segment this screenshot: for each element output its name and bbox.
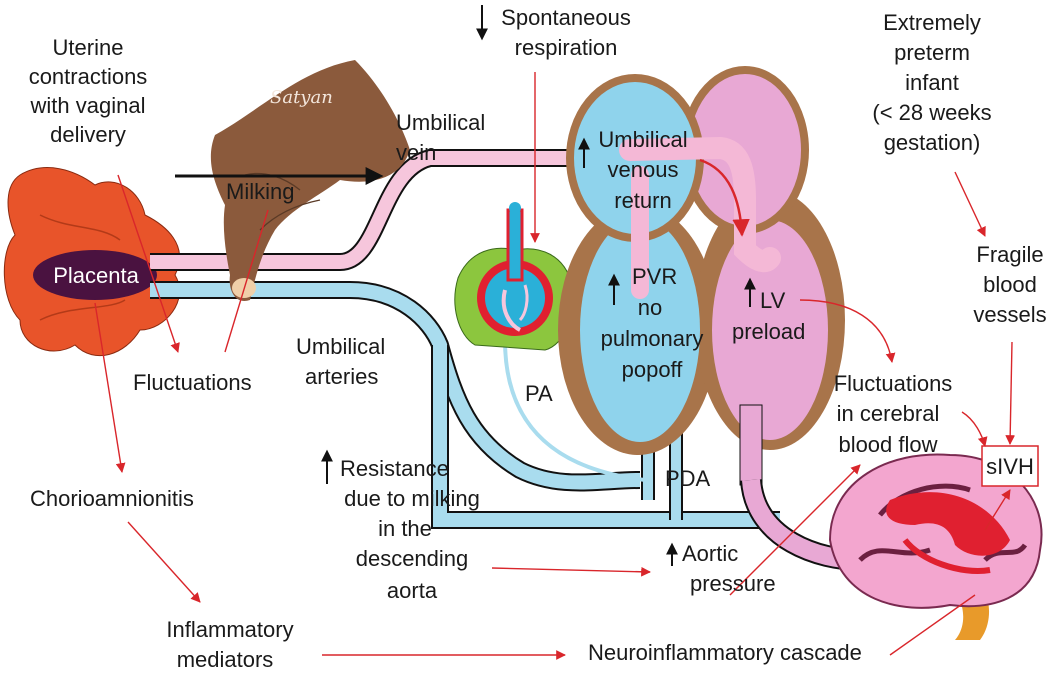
- cerebral-label: Fluctuations in cerebral blood flow: [834, 371, 953, 457]
- svg-text:gestation): gestation): [884, 130, 981, 155]
- svg-text:Fragile: Fragile: [976, 242, 1043, 267]
- heart-flow-arrow: [699, 158, 750, 237]
- svg-text:return: return: [614, 188, 671, 213]
- pa-vessel: [503, 339, 646, 482]
- fluctuations-label: Fluctuations: [133, 370, 252, 395]
- inflammatory-label: Inflammatory mediators: [166, 617, 293, 672]
- svg-text:Fluctuations: Fluctuations: [834, 371, 953, 396]
- svg-text:Extremely: Extremely: [883, 10, 981, 35]
- pda-label: PDA: [665, 466, 711, 491]
- svg-text:vessels: vessels: [973, 302, 1046, 327]
- placenta-icon: [3, 167, 181, 357]
- svg-text:popoff: popoff: [622, 357, 684, 382]
- svg-text:Resistance: Resistance: [340, 456, 449, 481]
- svg-text:in the: in the: [378, 516, 432, 541]
- svg-text:LV: LV: [760, 288, 786, 313]
- svg-text:Aortic: Aortic: [682, 541, 738, 566]
- svg-text:Umbilical: Umbilical: [296, 334, 385, 359]
- svg-text:mediators: mediators: [177, 647, 274, 672]
- fragile-label: Fragile blood vessels: [973, 242, 1046, 327]
- brain-icon: [828, 453, 1043, 640]
- svg-text:delivery: delivery: [50, 122, 126, 147]
- umbilical-vein-label: Umbilical vein: [396, 110, 485, 165]
- sivh-label: sIVH: [986, 454, 1034, 479]
- svg-text:arteries: arteries: [305, 364, 378, 389]
- lung-icon: [454, 202, 575, 351]
- aortic-label: Aortic pressure: [682, 541, 776, 596]
- pvr-label: PVR no pulmonary popoff: [601, 264, 704, 382]
- milking-label: Milking: [226, 179, 294, 204]
- svg-text:preload: preload: [732, 319, 805, 344]
- svg-text:Inflammatory: Inflammatory: [166, 617, 293, 642]
- svg-text:blood flow: blood flow: [838, 432, 937, 457]
- svg-text:aorta: aorta: [387, 578, 438, 603]
- uterine-label: Uterine contractions with vaginal delive…: [29, 35, 148, 147]
- svg-text:no: no: [638, 295, 662, 320]
- svg-text:Umbilical: Umbilical: [598, 127, 687, 152]
- umbilical-return-label: Umbilical venous return: [598, 127, 687, 213]
- svg-text:preterm: preterm: [894, 40, 970, 65]
- svg-text:due to milking: due to milking: [344, 486, 480, 511]
- svg-text:Umbilical: Umbilical: [396, 110, 485, 135]
- preterm-label: Extremely preterm infant (< 28 weeks ges…: [872, 10, 991, 155]
- svg-text:vein: vein: [396, 140, 436, 165]
- svg-text:Spontaneous: Spontaneous: [501, 5, 631, 30]
- placenta-label: Placenta: [53, 263, 139, 288]
- svg-text:descending: descending: [356, 546, 469, 571]
- pa-label: PA: [525, 381, 553, 406]
- svg-text:venous: venous: [608, 157, 679, 182]
- svg-text:contractions: contractions: [29, 64, 148, 89]
- svg-text:blood: blood: [983, 272, 1037, 297]
- svg-text:pulmonary: pulmonary: [601, 326, 704, 351]
- causal-arrows: [94, 72, 1016, 660]
- svg-text:PVR: PVR: [632, 264, 677, 289]
- svg-text:pressure: pressure: [690, 571, 776, 596]
- svg-text:(< 28 weeks: (< 28 weeks: [872, 100, 991, 125]
- svg-text:respiration: respiration: [515, 35, 618, 60]
- hand-signature: Satyan: [270, 87, 333, 108]
- sivh-box: [981, 445, 1039, 487]
- chorio-label: Chorioamnionitis: [30, 486, 194, 511]
- svg-text:in cerebral: in cerebral: [837, 401, 940, 426]
- indicator-arrows: [321, 5, 756, 566]
- umbilical-arteries-label: Umbilical arteries: [296, 334, 385, 389]
- svg-text:infant: infant: [905, 70, 959, 95]
- svg-text:with vaginal: with vaginal: [30, 93, 146, 118]
- neuro-label: Neuroinflammatory cascade: [588, 640, 862, 665]
- resistance-label: Resistance due to milking in the descend…: [340, 456, 480, 603]
- lv-label: LV preload: [732, 288, 805, 344]
- svg-text:Uterine: Uterine: [53, 35, 124, 60]
- spontaneous-label: Spontaneous respiration: [501, 5, 631, 60]
